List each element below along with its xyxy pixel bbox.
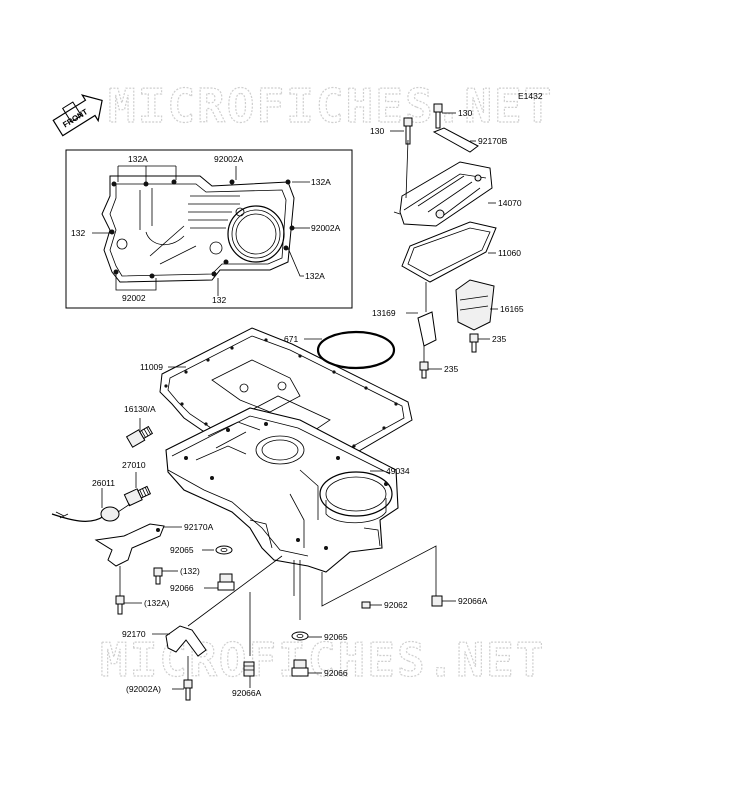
module-16165-icon (455, 279, 495, 331)
bolt-132-icon (153, 567, 163, 585)
washer-92065-bottom-icon (291, 631, 309, 641)
label-14070: 14070 (498, 198, 522, 208)
label-92170a: 92170A (184, 522, 214, 532)
label-235-right: 235 (492, 334, 506, 344)
label-235-bottom: 235 (444, 364, 458, 374)
sensor-16130a-icon (125, 425, 154, 448)
bolt-130-right-icon (433, 103, 443, 129)
label-671: 671 (284, 334, 298, 344)
plug-92066-left-icon (217, 573, 235, 591)
label-92170: 92170 (122, 629, 146, 639)
o-ring-671-icon (316, 330, 396, 370)
label-130-right: 130 (458, 108, 472, 118)
plug-92066a-right-icon (431, 595, 443, 607)
clamp-92170a-icon (94, 523, 165, 567)
inset-label-132a-lower-right: 132A (305, 271, 325, 281)
label-92066-left: 92066 (170, 583, 194, 593)
inset-label-92002a-top: 92002A (214, 154, 244, 164)
oil-pan-49034-icon (165, 407, 399, 573)
label-130-left: 130 (370, 126, 384, 136)
bracket-13169-icon (417, 311, 437, 347)
breather-cover-14070-icon (393, 139, 493, 227)
bracket-92170b-icon (432, 127, 479, 153)
label-11009: 11009 (140, 362, 163, 372)
label-92066a-bottom: 92066A (232, 688, 262, 698)
label-26011: 26011 (92, 478, 115, 488)
label-92066a-right: 92066A (458, 596, 488, 606)
label-92066-bottom: 92066 (324, 668, 348, 678)
label-92065-bottom: 92065 (324, 632, 348, 642)
clamp-92170-icon (165, 625, 207, 657)
label-132-paren: (132) (180, 566, 200, 576)
inset-label-92002-bottom: 92002 (122, 293, 146, 303)
inset-label-92002a-right: 92002A (311, 223, 341, 233)
bolt-92002a-icon (183, 656, 193, 701)
front-arrow-tail-icon (61, 101, 83, 123)
gasket-11060-icon (401, 221, 497, 283)
label-92170b: 92170B (478, 136, 508, 146)
bolt-235-bottom-icon (419, 346, 429, 379)
bolt-132a-icon (115, 566, 125, 615)
label-27010: 27010 (122, 460, 146, 470)
bolt-235-right-icon (469, 333, 479, 353)
label-11060: 11060 (498, 248, 521, 258)
plug-92062-icon (361, 601, 371, 609)
plug-92066a-bottom-icon (243, 661, 255, 677)
label-49034: 49034 (386, 466, 410, 476)
inset-label-132-bottom: 132 (212, 295, 226, 305)
washer-92065-left-icon (215, 545, 233, 555)
label-92065-left: 92065 (170, 545, 194, 555)
label-92002a-paren: (92002A) (126, 684, 161, 694)
label-16130a: 16130/A (124, 404, 156, 414)
label-92062: 92062 (384, 600, 408, 610)
switch-27010-icon (123, 485, 152, 507)
inset-label-132a-right: 132A (311, 177, 331, 187)
lead-26011-icon (51, 503, 131, 522)
plug-92066-bottom-icon (291, 659, 309, 677)
inset-bottom-view (65, 149, 353, 309)
front-arrow-icon: FRONT (52, 94, 103, 137)
inset-label-132a-top: 132A (128, 154, 148, 164)
diagram-code: E1432 (518, 91, 543, 101)
label-13169: 13169 (372, 308, 396, 318)
label-132a-paren: (132A) (144, 598, 170, 608)
label-16165: 16165 (500, 304, 524, 314)
inset-label-132-left: 132 (71, 228, 85, 238)
watermark-top: MICROFICHES.NET (108, 79, 553, 133)
